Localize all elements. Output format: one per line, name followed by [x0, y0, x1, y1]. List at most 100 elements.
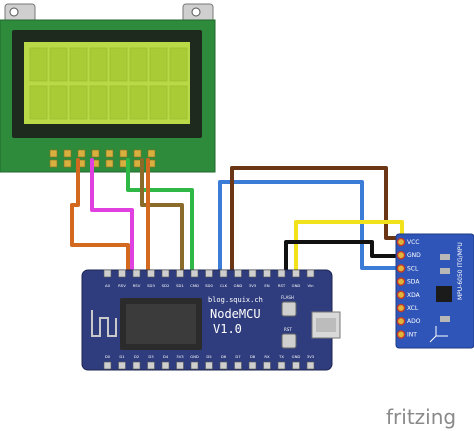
lcd-pin — [49, 159, 58, 168]
nodemcu-bottom-pin-label: D4 — [163, 354, 169, 359]
board-name: NodeMCU — [210, 307, 261, 321]
mpu-pin — [396, 316, 406, 326]
lcd-cell — [109, 47, 128, 82]
lcd-cell — [109, 85, 128, 120]
nodemcu-bottom-pin-label: D5 — [206, 354, 212, 359]
mpu-pin-label: GND — [407, 252, 421, 259]
lcd-cell — [29, 85, 48, 120]
nodemcu-bottom-pin-label: TX — [278, 354, 284, 359]
nodemcu-bottom-pin — [219, 361, 228, 370]
lcd-pin — [105, 159, 114, 168]
mpu-component-3 — [440, 316, 450, 322]
nodemcu-top-pin-label: Vin — [308, 283, 315, 288]
lcd-pin — [119, 159, 128, 168]
nodemcu-bottom-pin-label: D3 — [148, 354, 154, 359]
lcd-cell — [129, 85, 148, 120]
wire-green-lcd — [126, 158, 194, 274]
nodemcu-top-pin — [248, 269, 257, 278]
mpu-chip — [436, 286, 452, 302]
lcd-module — [0, 3, 216, 173]
nodemcu-bottom-pin-label: 3V3 — [176, 354, 184, 359]
nodemcu-top-pin — [306, 269, 315, 278]
nodemcu-top-pin — [277, 269, 286, 278]
nodemcu-top-pin-label: SD1 — [176, 283, 184, 288]
site-label: blog.squix.ch — [208, 296, 263, 304]
lcd-character-grid — [29, 47, 188, 120]
mpu-pin-label: ADO — [407, 318, 421, 325]
nodemcu-bottom-pin — [292, 361, 300, 370]
nodemcu-top-pin-label: CLK — [220, 283, 228, 288]
nodemcu-top-pin-label: SD0 — [205, 283, 213, 288]
lcd-mount-hole-left — [9, 7, 19, 17]
lcd-pin — [147, 149, 156, 158]
wire-black-gnd — [284, 240, 400, 274]
wire-magenta-lcd — [90, 158, 134, 274]
flash-button[interactable] — [281, 301, 297, 317]
nodemcu-top-pin — [234, 269, 242, 278]
lcd-cell — [89, 85, 108, 120]
rst-button-label: RST — [284, 327, 292, 332]
lcd-pin — [133, 149, 142, 158]
wire-orange-lcd — [70, 158, 130, 274]
nodemcu-top-pin — [205, 269, 213, 278]
wire-olive-lcd — [140, 158, 184, 274]
mpu-pin — [396, 330, 406, 339]
nodemcu-bottom-pin — [161, 361, 170, 370]
wire-blue-scl — [218, 180, 400, 274]
nodemcu-bottom-pin — [118, 361, 126, 370]
rst-button[interactable] — [281, 333, 297, 349]
mpu-pin-label: SCL — [407, 265, 419, 272]
nodemcu-top-pin — [176, 269, 184, 278]
nodemcu-bottom-pin-label: D8 — [250, 354, 256, 359]
lcd-pin — [77, 149, 86, 158]
lcd-cell — [69, 47, 88, 82]
nodemcu-top-pin — [190, 269, 199, 278]
nodemcu-top-pin — [292, 269, 300, 278]
mpu-pin-label: VCC — [407, 239, 419, 246]
nodemcu-top-pin-label: RSV — [133, 283, 141, 288]
fritzing-watermark: fritzing — [386, 405, 456, 429]
lcd-cell — [69, 85, 88, 120]
mpu-pin — [396, 237, 406, 247]
nodemcu-top-pin-label: A0 — [105, 283, 111, 288]
lcd-cell — [149, 85, 168, 120]
mpu-pin-label: SDA — [407, 279, 420, 286]
mpu-component-2 — [440, 268, 450, 274]
nodemcu-bottom-pin — [132, 361, 141, 370]
nodemcu-bottom-pin — [248, 361, 257, 370]
lcd-pin — [91, 149, 100, 158]
mpu-pin-label: XCL — [407, 305, 419, 312]
lcd-pin — [63, 159, 72, 168]
mpu-pin — [396, 250, 406, 260]
nodemcu-top-pin-label: GND — [234, 283, 243, 288]
nodemcu-bottom-pin — [205, 361, 213, 370]
nodemcu-top-pin-label: GND — [292, 283, 301, 288]
lcd-cell — [169, 47, 188, 82]
axis-icon — [429, 326, 448, 343]
nodemcu-top-pin — [263, 269, 271, 278]
lcd-pin — [105, 149, 114, 158]
nodemcu-bottom-pin-label: GND — [292, 354, 301, 359]
nodemcu-top-pin-label: SD3 — [147, 283, 155, 288]
lcd-mount-hole-right — [191, 7, 201, 17]
nodemcu-top-pin — [103, 269, 112, 278]
nodemcu-bottom-pin-label: GND — [190, 354, 199, 359]
nodemcu-top-pin — [118, 269, 126, 278]
nodemcu-bottom-pin — [147, 361, 155, 370]
lcd-pin — [63, 149, 72, 158]
esp-shield — [126, 304, 196, 344]
nodemcu-bottom-pin-label: RX — [264, 354, 270, 359]
nodemcu-bottom-pin — [176, 361, 184, 370]
lcd-cell — [169, 85, 188, 120]
lcd-cell — [89, 47, 108, 82]
mpu-pin — [396, 277, 406, 286]
nodemcu-top-pin-label: SD2 — [162, 283, 170, 288]
nodemcu-top-pin-label: RST — [278, 283, 286, 288]
nodemcu-bottom-pin — [234, 361, 242, 370]
mpu-pin-label: INT — [407, 331, 417, 338]
wires — [70, 158, 404, 274]
